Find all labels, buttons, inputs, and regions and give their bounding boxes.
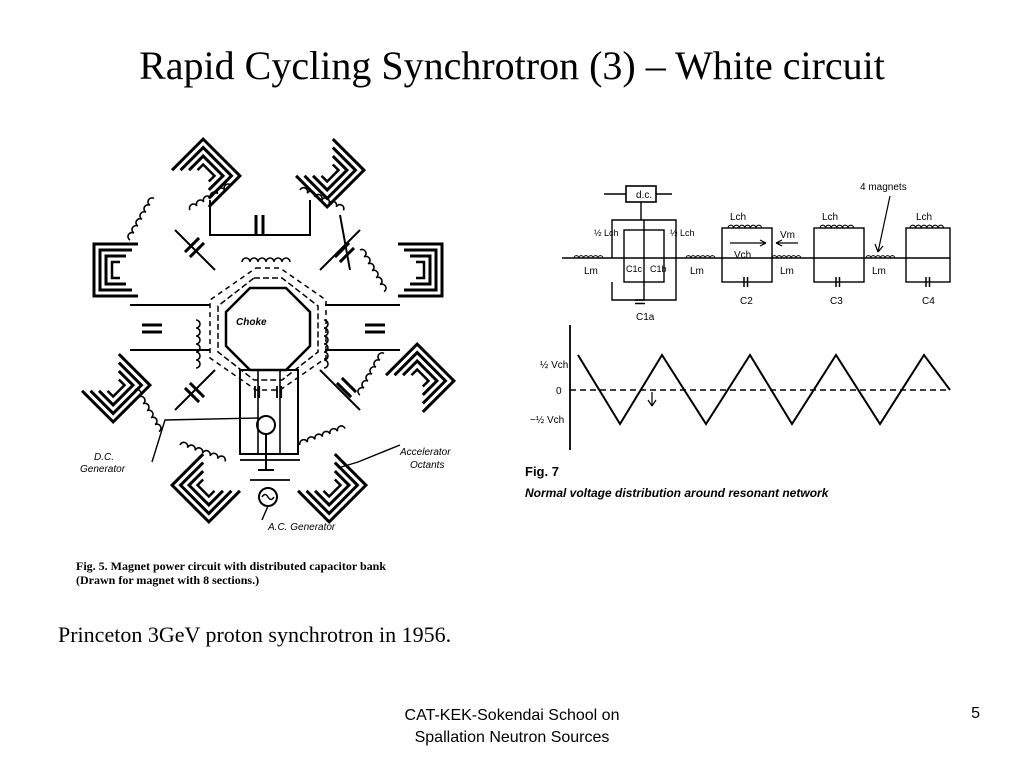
- figure-7-circuit: [562, 185, 951, 305]
- vm-label: Vm: [780, 230, 795, 241]
- c1a-label: C1a: [636, 312, 655, 323]
- lch-label-3: Lch: [916, 212, 932, 223]
- c3-label: C3: [830, 296, 843, 307]
- lm-label-4: Lm: [872, 266, 886, 277]
- lch-label-2: Lch: [822, 212, 838, 223]
- vch-label: Vch: [734, 250, 751, 261]
- y-axis-zero-label: 0: [556, 386, 562, 397]
- y-axis-top-label: ½ Vch: [540, 360, 568, 371]
- c1c-label: C1c: [626, 264, 643, 274]
- c2-label: C2: [740, 296, 753, 307]
- lm-label-2: Lm: [690, 266, 704, 277]
- dc-generator-label-line2: Generator: [80, 464, 126, 475]
- choke-label: Choke: [236, 317, 267, 328]
- figure-5-caption-line2: (Drawn for magnet with 8 sections.): [76, 573, 259, 587]
- figure-5-ring-diagram: [80, 137, 456, 524]
- dc-box-label: d.c.: [636, 190, 652, 201]
- half-lch-left-label: ½ Lch: [594, 228, 619, 238]
- half-lch-right-label: ½ Lch: [670, 228, 695, 238]
- lm-label-1: Lm: [584, 266, 598, 277]
- dc-generator-label-line1: D.C.: [94, 452, 114, 463]
- c1b-label: C1b: [650, 264, 667, 274]
- footer-line-2: Spallation Neutron Sources: [414, 729, 610, 746]
- lm-label-3: Lm: [780, 266, 794, 277]
- slide-caption: Princeton 3GeV proton synchrotron in 195…: [58, 622, 452, 647]
- figure-5-caption-line1: Fig. 5. Magnet power circuit with distri…: [76, 559, 386, 573]
- accelerator-label-line1: Accelerator: [399, 447, 451, 458]
- figure-7-waveform: [569, 325, 951, 450]
- slide-footer: CAT-KEK-Sokendai School on Spallation Ne…: [362, 705, 662, 749]
- c4-label: C4: [922, 296, 935, 307]
- y-axis-bottom-label: −½ Vch: [530, 415, 564, 426]
- lch-label-1: Lch: [730, 212, 746, 223]
- ac-generator-label: A.C. Generator: [267, 522, 336, 533]
- slide-title: Rapid Cycling Synchrotron (3) – White ci…: [139, 43, 885, 88]
- accelerator-label-line2: Octants: [410, 460, 444, 471]
- figure-7-caption: Normal voltage distribution around reson…: [525, 486, 830, 500]
- footer-line-1: CAT-KEK-Sokendai School on: [404, 707, 620, 724]
- figure-7-label: Fig. 7: [525, 464, 559, 479]
- four-magnets-label: 4 magnets: [860, 182, 907, 193]
- page-number: 5: [971, 705, 980, 722]
